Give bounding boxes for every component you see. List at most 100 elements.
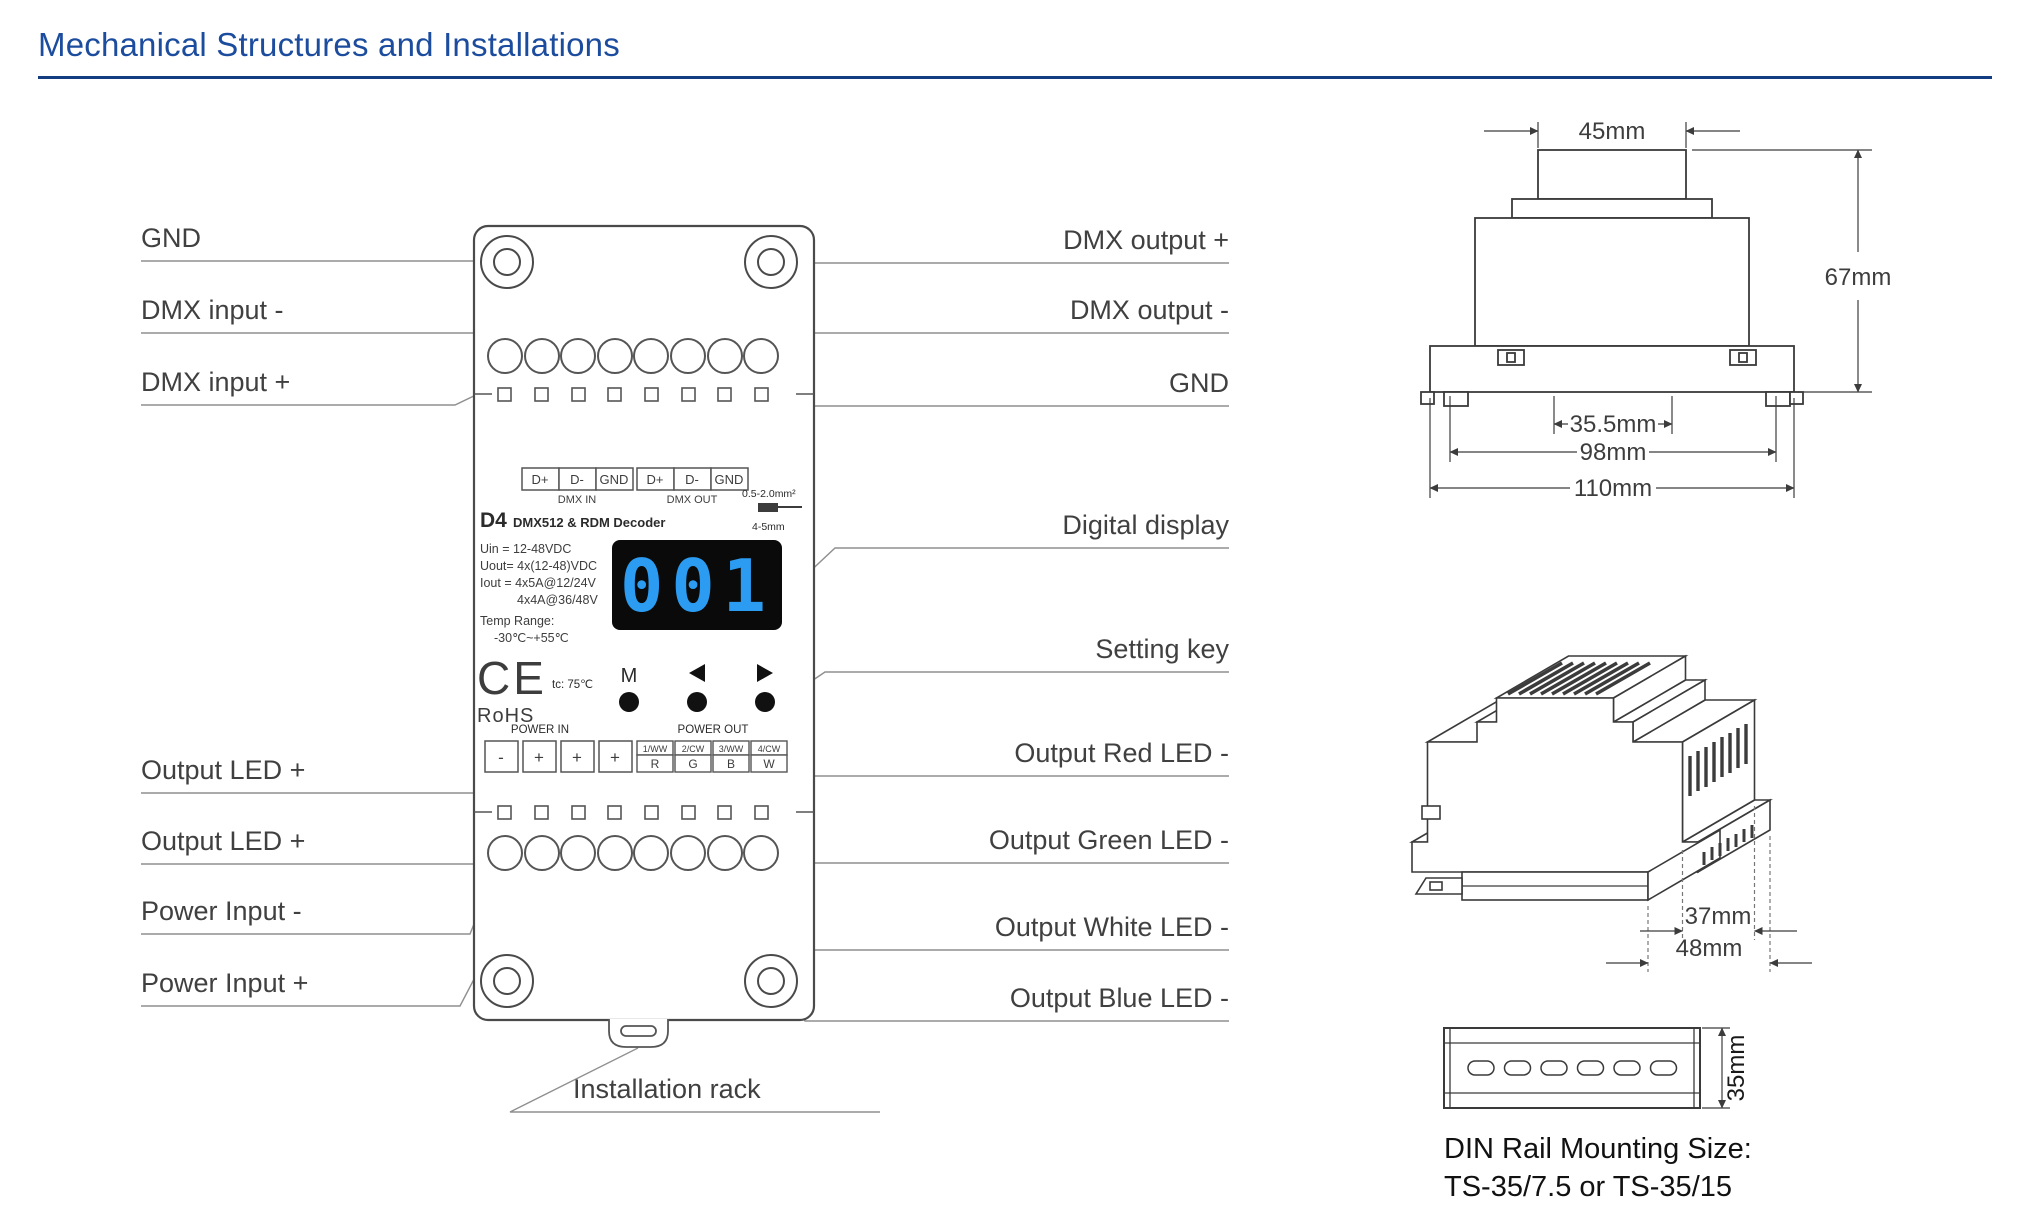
power-in-label: POWER IN (511, 724, 569, 736)
terminal-dminus-out: D- (685, 472, 699, 487)
digital-display (612, 540, 782, 630)
dim-35mm-rail: 35mm (1723, 1035, 1750, 1102)
ce-mark: CE (477, 652, 547, 704)
rail-dimension-lines (1702, 1027, 1730, 1109)
front-elevation-view: 45mm 67mm 35.5mm 98mm 110mm (1420, 118, 1892, 502)
elevation-dimension-texts: 45mm 67mm 35.5mm 98mm 110mm (1570, 118, 1892, 502)
label-output-led-plus-2: Output LED + (141, 826, 305, 856)
power-in-terminal-labels: - + + + (498, 748, 620, 767)
dim-48mm: 48mm (1676, 935, 1743, 962)
din-caption-line1: DIN Rail Mounting Size: (1444, 1133, 1752, 1165)
rohs-mark: RoHS (477, 705, 534, 727)
callout-labels-left: GND DMX input - DMX input + Output LED +… (141, 223, 308, 998)
channel-1ww: 1/WW (643, 744, 668, 754)
terminal-plus-2: + (572, 748, 582, 767)
din-caption-line2: TS-35/7.5 or TS-35/15 (1444, 1171, 1732, 1203)
terminal-dplus-in: D+ (532, 472, 549, 487)
terminal-gnd-out: GND (715, 472, 744, 487)
depth-dimension-texts: 37mm 48mm (1676, 903, 1752, 962)
label-setting-key: Setting key (1095, 634, 1229, 664)
bottom-terminal-circles (487, 835, 779, 871)
device-front-view: D+ D- GND D+ D- GND DMX IN DMX OUT 0.5-2… (472, 224, 816, 1048)
label-power-input-plus: Power Input + (141, 968, 308, 998)
channel-r: R (651, 757, 660, 771)
perspective-view: 37mm 48mm (1409, 654, 1812, 972)
dim-98mm: 98mm (1580, 439, 1647, 466)
bottom-clamp-screws (474, 805, 814, 820)
key-m-label: M (621, 665, 638, 687)
power-out-boxes (636, 740, 788, 773)
key-right-button (755, 692, 775, 712)
depth-dimension-lines (1606, 927, 1812, 967)
terminal-gnd-in: GND (600, 472, 629, 487)
spec-uout: Uout= 4x(12-48)VDC (480, 559, 597, 573)
vent-slots (1507, 661, 1651, 696)
label-installation-rack: Installation rack (573, 1074, 761, 1104)
spec-block: Uin = 12-48VDC Uout= 4x(12-48)VDC Iout =… (480, 542, 598, 645)
depth-extension-lines (1647, 806, 1771, 972)
key-right-arrow-icon (757, 664, 773, 682)
dim-67mm: 67mm (1825, 264, 1892, 291)
wire-strip-icon (758, 503, 778, 512)
dim-35-5mm: 35.5mm (1570, 411, 1657, 438)
page-title: Mechanical Structures and Installations (38, 26, 620, 63)
key-left-arrow-icon (689, 664, 705, 682)
label-gnd-left: GND (141, 223, 201, 253)
channel-g: G (688, 757, 697, 771)
dim-45mm: 45mm (1579, 118, 1646, 145)
power-in-boxes (484, 740, 633, 773)
installation-rack-tab (608, 1019, 669, 1048)
power-out-label: POWER OUT (678, 724, 749, 736)
callout-labels-right: DMX output + DMX output - GND Digital di… (989, 225, 1230, 1013)
label-output-green-led: Output Green LED - (989, 825, 1229, 855)
spec-temp-label: Temp Range: (480, 614, 554, 628)
dmx-terminal-boxes (521, 467, 749, 491)
wire-gauge-text: 0.5-2.0mm² (742, 488, 796, 500)
terminal-grille-lower (1702, 825, 1754, 865)
spec-iout: Iout = 4x5A@12/24V (480, 576, 597, 590)
terminal-grille-upper (1688, 724, 1748, 796)
model-description: DMX512 & RDM Decoder (513, 515, 665, 530)
channel-3ww: 3/WW (719, 744, 744, 754)
dim-37mm: 37mm (1685, 903, 1752, 930)
mounting-holes (480, 235, 798, 1008)
terminal-minus: - (498, 748, 504, 767)
terminal-dplus-out: D+ (647, 472, 664, 487)
model-name: D4 (480, 509, 507, 532)
label-output-red-led: Output Red LED - (1014, 738, 1229, 768)
channel-w: W (763, 757, 775, 771)
strip-length-text: 4-5mm (752, 521, 785, 533)
terminal-dminus-in: D- (570, 472, 584, 487)
channel-b: B (727, 757, 735, 771)
label-dmx-output-plus: DMX output + (1063, 225, 1229, 255)
terminal-plus-3: + (610, 748, 620, 767)
top-clamp-screws (474, 387, 814, 402)
label-dmx-input-minus: DMX input - (141, 295, 284, 325)
wire-gauge-note: 0.5-2.0mm² 4-5mm (742, 488, 802, 533)
dmx-terminal-labels: D+ D- GND D+ D- GND DMX IN DMX OUT (532, 472, 744, 506)
dmx-out-label: DMX OUT (667, 494, 718, 506)
dim-110mm: 110mm (1574, 475, 1652, 502)
top-terminal-circles (487, 338, 779, 374)
title-rule (38, 76, 1992, 79)
spec-uin: Uin = 12-48VDC (480, 542, 571, 556)
power-out-terminal-labels: 1/WW 2/CW 3/WW 4/CW R G B W (643, 744, 781, 771)
spec-temp-value: -30℃~+55℃ (494, 631, 569, 645)
setting-keys: M (619, 664, 775, 712)
label-digital-display: Digital display (1062, 510, 1229, 540)
channel-4cw: 4/CW (758, 744, 781, 754)
terminal-plus-1: + (534, 748, 544, 767)
channel-2cw: 2/CW (682, 744, 705, 754)
rail-holes (1467, 1060, 1678, 1076)
label-output-white-led: Output White LED - (995, 912, 1229, 942)
label-gnd-right: GND (1169, 368, 1229, 398)
label-dmx-input-plus: DMX input + (141, 367, 290, 397)
display-digits: 001 (620, 544, 774, 628)
label-power-input-minus: Power Input - (141, 896, 302, 926)
label-output-blue-led: Output Blue LED - (1010, 983, 1229, 1013)
din-rail-view: 35mm (1443, 1027, 1750, 1109)
label-output-led-plus-1: Output LED + (141, 755, 305, 785)
spec-iout2: 4x4A@36/48V (517, 593, 598, 607)
